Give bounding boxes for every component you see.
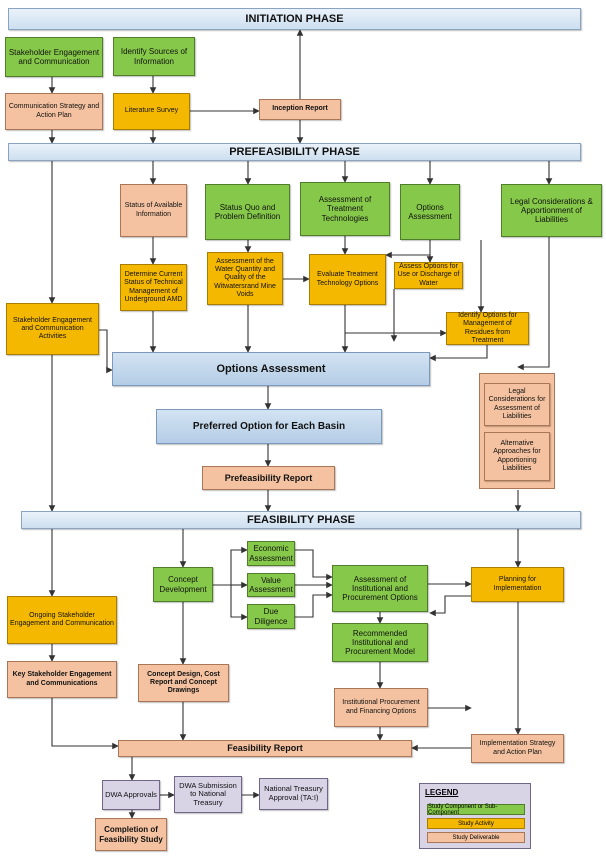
determine-current-status-box: Determine Current Status of Technical Ma… (120, 264, 187, 311)
national-treasury-label: National Treasury Approval (TA:I) (264, 784, 323, 802)
identify-options-residues-label: Identify Options for Management of Resid… (458, 312, 517, 344)
legal-considerations-box: Legal Considerations & Apportionment of … (501, 184, 602, 237)
value-assessment-label: Value Assessment (249, 575, 293, 594)
implementation-strategy-box: Implementation Strategy and Action Plan (471, 734, 564, 763)
assessment-institutional-label: Assessment of Institutional and Procurem… (342, 574, 418, 603)
assessment-institutional-box: Assessment of Institutional and Procurem… (332, 565, 428, 612)
assessment-water-quantity-box: Assessment of the Water Quantity and Qua… (207, 252, 283, 305)
identify-options-residues-box: Identify Options for Management of Resid… (446, 312, 529, 345)
dwa-submission-label: DWA Submission to National Treasury (179, 780, 237, 807)
key-stakeholder-label: Key Stakeholder Engagement and Communica… (12, 671, 112, 687)
stakeholder-engagement-box: Stakeholder Engagement and Communication (5, 37, 103, 77)
completion-box: Completion of Feasibility Study (95, 818, 167, 851)
feasibility-report-box: Feasibility Report (118, 740, 412, 757)
inception-report-label: Inception Report (272, 105, 328, 113)
feasibility-report-label: Feasibility Report (227, 743, 303, 754)
completion-label: Completion of Feasibility Study (99, 825, 163, 844)
prefeasibility-report-box: Prefeasibility Report (202, 466, 335, 490)
planning-implementation-box: Planning for Implementation (471, 567, 564, 602)
ongoing-stakeholder-box: Ongoing Stakeholder Engagement and Commu… (7, 596, 117, 644)
status-quo-box: Status Quo and Problem Definition (205, 184, 290, 240)
identify-sources-label: Identify Sources of Information (120, 47, 188, 66)
options-assessment-component-box: Options Assessment (400, 184, 460, 240)
concept-development-label: Concept Development (159, 575, 207, 594)
concept-design-box: Concept Design, Cost Report and Concept … (138, 664, 229, 702)
assess-options-use-label: Assess Options for Use or Discharge of W… (397, 263, 460, 287)
due-diligence-label: Due Diligence (254, 607, 288, 626)
preferred-option-label: Preferred Option for Each Basin (192, 420, 346, 432)
stakeholder-engagement-label: Stakeholder Engagement and Communication (8, 47, 100, 66)
prefeasibility-phase-title: PREFEASIBILITY PHASE (229, 145, 360, 158)
legend-item-activity: Study Activity (427, 818, 525, 829)
stakeholder-activities-box: Stakeholder Engagement and Communication… (6, 303, 99, 355)
status-available-info-label: Status of Available Information (124, 202, 183, 218)
assess-options-use-box: Assess Options for Use or Discharge of W… (394, 262, 463, 289)
options-assessment-component-label: Options Assessment (408, 202, 452, 221)
dwa-approvals-label: DWA Approvals (105, 789, 157, 799)
literature-survey-box: Literature Survey (113, 93, 190, 130)
dwa-submission-box: DWA Submission to National Treasury (174, 776, 242, 813)
feasibility-phase-title: FEASIBILITY PHASE (247, 513, 355, 526)
legend-title: LEGEND (425, 788, 459, 797)
feasibility-phase-bar: FEASIBILITY PHASE (21, 511, 581, 529)
key-stakeholder-box: Key Stakeholder Engagement and Communica… (7, 661, 117, 698)
determine-current-status-label: Determine Current Status of Technical Ma… (124, 271, 183, 303)
assessment-treatment-box: Assessment of Treatment Technologies (300, 182, 390, 236)
communication-strategy-box: Communication Strategy and Action Plan (5, 93, 103, 130)
evaluate-treatment-box: Evaluate Treatment Technology Options (309, 254, 386, 305)
recommended-model-label: Recommended Institutional and Procuremen… (345, 628, 415, 657)
inception-report-box: Inception Report (259, 99, 341, 120)
concept-design-label: Concept Design, Cost Report and Concept … (147, 670, 220, 695)
legal-assessment-liabilities-box: Legal Considerations for Assessment of L… (484, 383, 550, 426)
concept-development-box: Concept Development (153, 567, 213, 602)
options-assessment-label: Options Assessment (216, 362, 326, 375)
alternative-approaches-box: Alternative Approaches for Apportioning … (484, 432, 550, 481)
planning-implementation-label: Planning for Implementation (493, 576, 542, 592)
assessment-water-quantity-label: Assessment of the Water Quantity and Qua… (214, 258, 276, 298)
institutional-procurement-financing-label: Institutional Procurement and Financing … (342, 699, 420, 715)
legal-considerations-label: Legal Considerations & Apportionment of … (510, 196, 593, 225)
implementation-strategy-label: Implementation Strategy and Action Plan (479, 740, 556, 756)
institutional-procurement-financing-box: Institutional Procurement and Financing … (334, 688, 428, 727)
legend-item-activity-label: Study Activity (458, 820, 494, 827)
legal-assessment-liabilities-label: Legal Considerations for Assessment of L… (488, 388, 546, 420)
evaluate-treatment-label: Evaluate Treatment Technology Options (316, 271, 379, 287)
legend-item-deliverable-label: Study Deliverable (452, 834, 500, 841)
communication-strategy-label: Communication Strategy and Action Plan (8, 103, 100, 119)
status-quo-label: Status Quo and Problem Definition (214, 202, 281, 221)
prefeasibility-report-label: Prefeasibility Report (224, 472, 313, 483)
legend-item-component: Study Component or Sub-Component (427, 803, 525, 816)
national-treasury-box: National Treasury Approval (TA:I) (259, 778, 328, 810)
preferred-option-box: Preferred Option for Each Basin (156, 409, 382, 444)
economic-assessment-label: Economic Assessment (249, 544, 293, 563)
recommended-model-box: Recommended Institutional and Procuremen… (332, 623, 428, 662)
legend: LEGEND Study Component or Sub-Component … (419, 783, 531, 849)
legend-item-component-label: Study Component or Sub-Component (428, 803, 498, 816)
initiation-phase-title: INITIATION PHASE (245, 12, 344, 25)
prefeasibility-phase-bar: PREFEASIBILITY PHASE (8, 143, 581, 161)
status-available-info-box: Status of Available Information (120, 184, 187, 237)
stakeholder-activities-label: Stakeholder Engagement and Communication… (13, 316, 92, 341)
assessment-treatment-label: Assessment of Treatment Technologies (318, 195, 372, 223)
literature-survey-label: Literature Survey (124, 107, 179, 115)
alternative-approaches-label: Alternative Approaches for Apportioning … (493, 440, 541, 472)
identify-sources-box: Identify Sources of Information (113, 37, 195, 76)
options-assessment-box: Options Assessment (112, 352, 430, 386)
due-diligence-box: Due Diligence (247, 604, 295, 629)
dwa-approvals-box: DWA Approvals (102, 780, 160, 810)
value-assessment-box: Value Assessment (247, 573, 295, 597)
legend-item-deliverable: Study Deliverable (427, 832, 525, 843)
economic-assessment-box: Economic Assessment (247, 541, 295, 566)
initiation-phase-bar: INITIATION PHASE (8, 8, 581, 30)
ongoing-stakeholder-label: Ongoing Stakeholder Engagement and Commu… (10, 611, 114, 627)
